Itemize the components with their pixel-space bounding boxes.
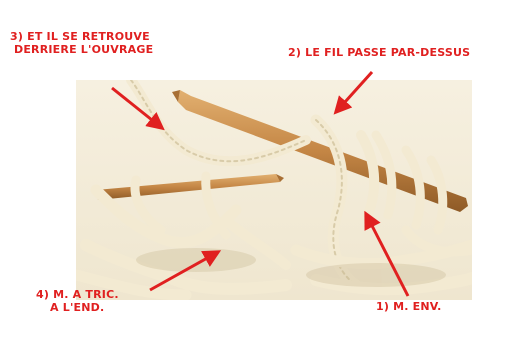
annotation-step-3: 3) ET IL SE RETROUVE DERRIERE L'OUVRAGE	[10, 30, 153, 56]
annotation-step-4: 4) M. A TRIC. A L'END.	[36, 288, 119, 314]
annotation-step-3-line-1: 3) ET IL SE RETROUVE	[10, 30, 153, 43]
annotation-step-4-line-1: 4) M. A TRIC.	[36, 288, 119, 301]
annotation-step-4-line-2: A L'END.	[36, 301, 119, 314]
annotation-step-2-line-1: 2) LE FIL PASSE PAR-DESSUS	[288, 46, 470, 59]
annotation-step-2: 2) LE FIL PASSE PAR-DESSUS	[288, 46, 470, 59]
knitting-photo	[76, 80, 472, 300]
annotation-step-3-line-2: DERRIERE L'OUVRAGE	[10, 43, 153, 56]
knitting-photo-illustration	[76, 80, 472, 300]
annotation-step-1: 1) M. ENV.	[376, 300, 441, 313]
annotation-step-1-line-1: 1) M. ENV.	[376, 300, 441, 313]
